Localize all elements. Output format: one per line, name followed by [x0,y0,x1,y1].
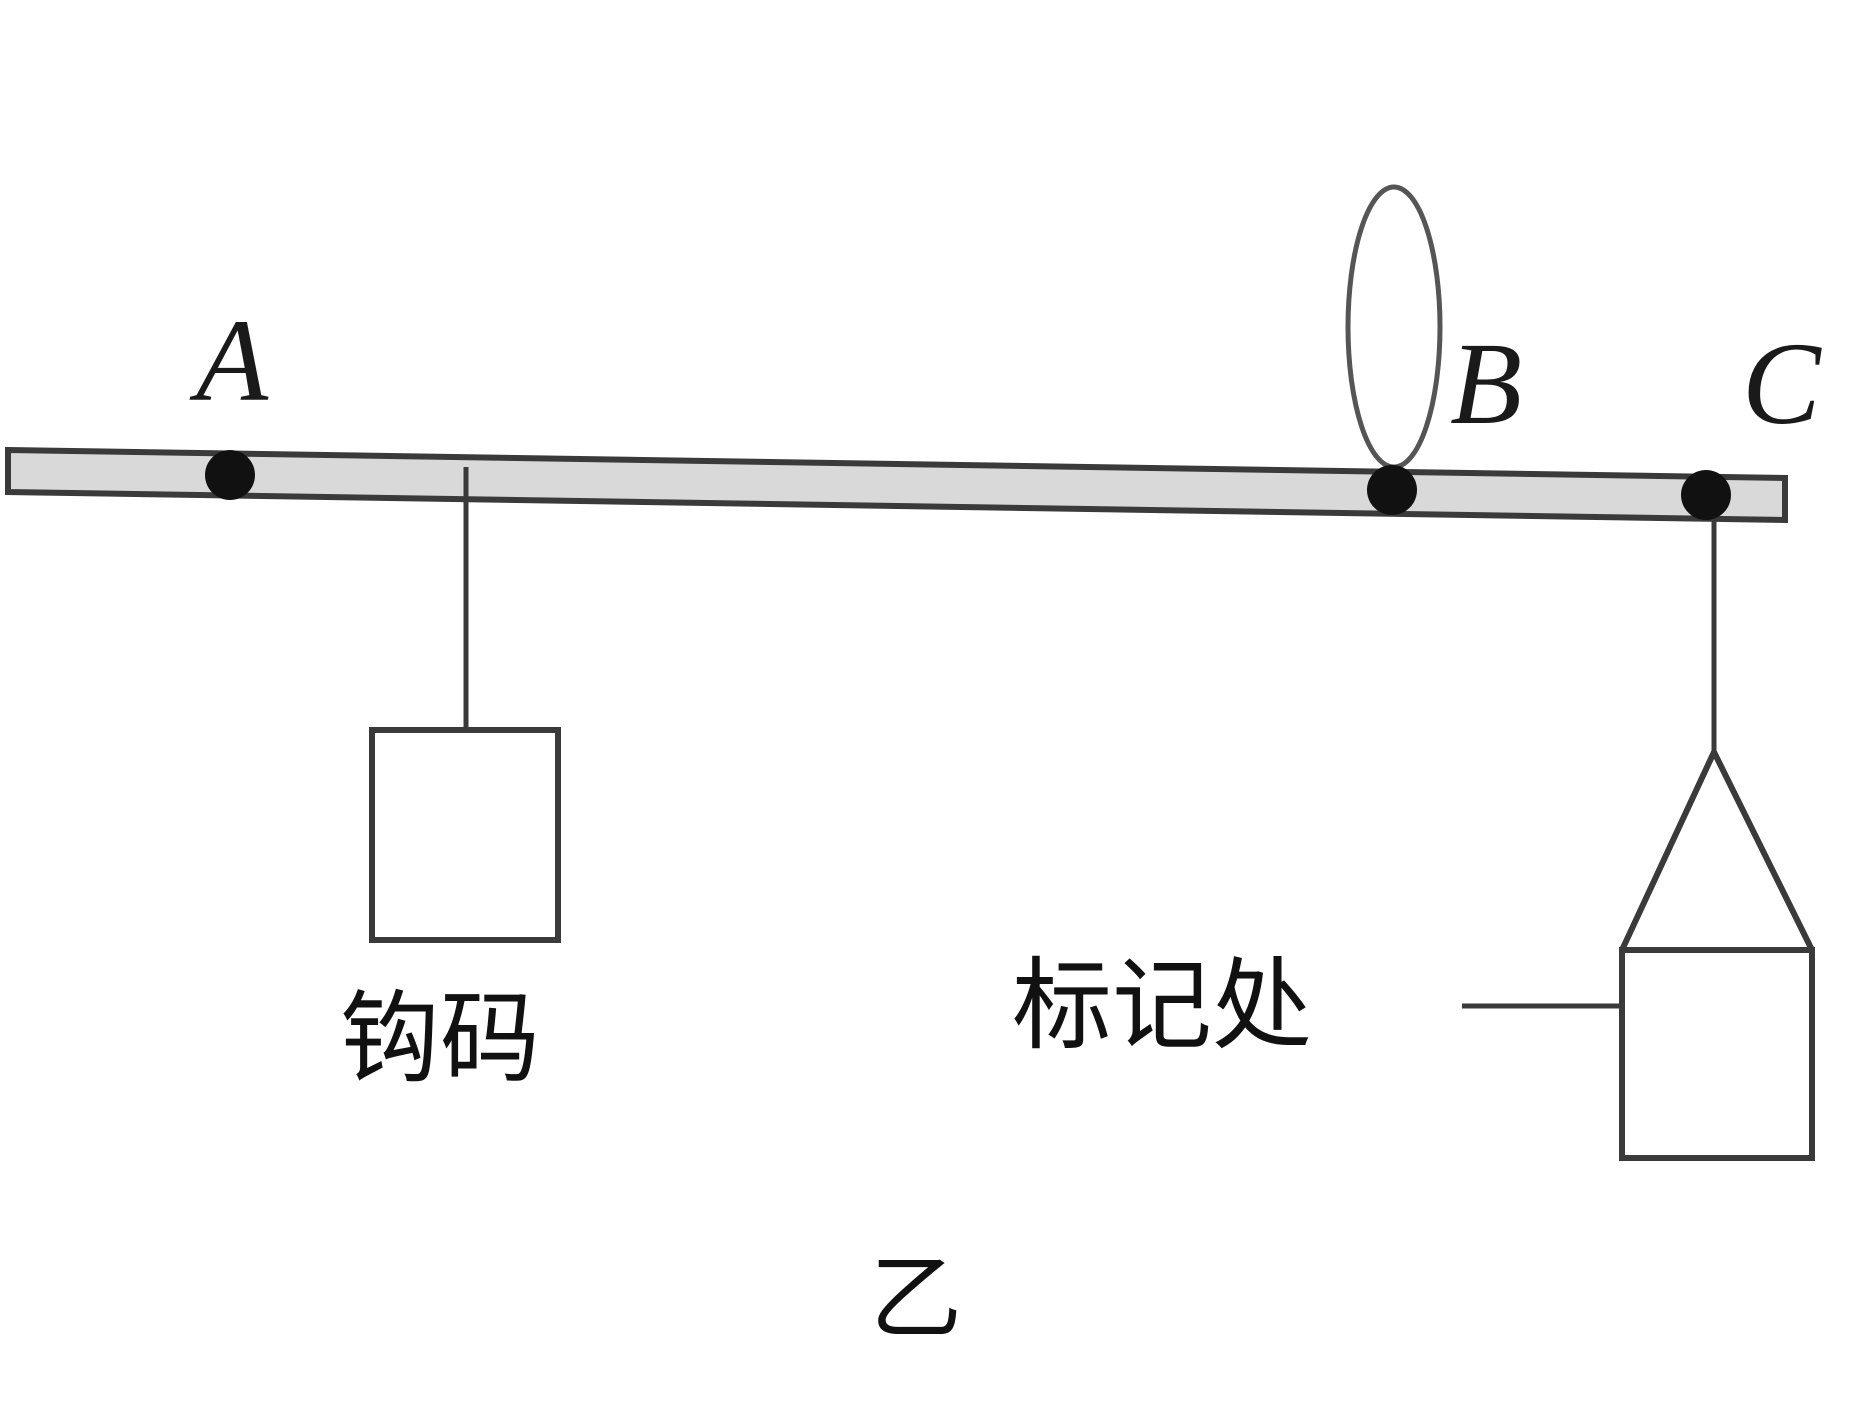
suspension-loop [1345,184,1443,470]
label-c: C [1742,318,1822,449]
pan-container [1619,947,1815,1161]
point-b-dot [1367,465,1417,515]
label-b: B [1450,318,1522,449]
label-a: A [189,295,269,426]
label-hook-weight: 钩码 [340,980,540,1097]
point-a-dot [205,450,255,500]
pan-hanger [1619,745,1815,952]
figure-label: 乙 [870,1245,962,1352]
hook-weight-block [369,727,561,943]
lever-bar [5,446,1788,524]
point-c-dot [1681,470,1731,520]
label-mark-position: 标记处 [1012,947,1312,1064]
